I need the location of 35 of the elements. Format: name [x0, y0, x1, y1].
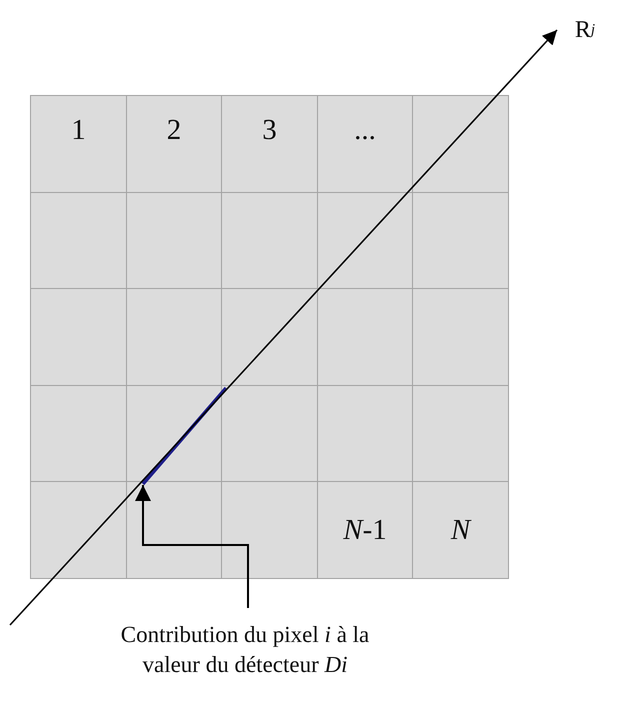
grid-cell: [317, 385, 413, 482]
annotation-text: Contribution du pixel i à la valeur du détecteur Di: [95, 620, 395, 712]
grid-cell: [126, 385, 222, 482]
ray-arrow: [9, 29, 558, 626]
highlighted-segment: [142, 386, 228, 486]
cell-number: N-1: [343, 516, 387, 544]
grid-cell: [412, 192, 509, 289]
grid-cell: [221, 385, 318, 482]
grid-cell: [317, 192, 413, 289]
grid-cell: [30, 192, 127, 289]
grid-cell: [30, 95, 127, 193]
grid-cell: [412, 385, 509, 482]
cell-number: 1: [71, 116, 86, 144]
cell-number: 2: [166, 116, 182, 144]
grid-cell: [412, 95, 509, 193]
grid-cell: [126, 192, 222, 289]
leader-arrow: [135, 485, 249, 608]
grid-cell: [30, 481, 127, 579]
grid-cell: [221, 95, 318, 193]
grid-cell: [412, 288, 509, 386]
grid-cell: [30, 385, 127, 482]
grid-cell: [221, 288, 318, 386]
grid-cell: [126, 481, 222, 579]
grid-cell: [412, 481, 509, 579]
cell-number: ...: [354, 116, 376, 144]
grid-cell: [126, 288, 222, 386]
cell-number: N: [450, 516, 470, 544]
grid-cell: [221, 192, 318, 289]
grid-cell: [221, 481, 318, 579]
grid-cell: [30, 288, 127, 386]
cell-number: 3: [262, 116, 277, 144]
grid-cell: [317, 95, 413, 193]
grid-cell: [126, 95, 222, 193]
grid-cell: [317, 481, 413, 579]
grid-cell: [317, 288, 413, 386]
